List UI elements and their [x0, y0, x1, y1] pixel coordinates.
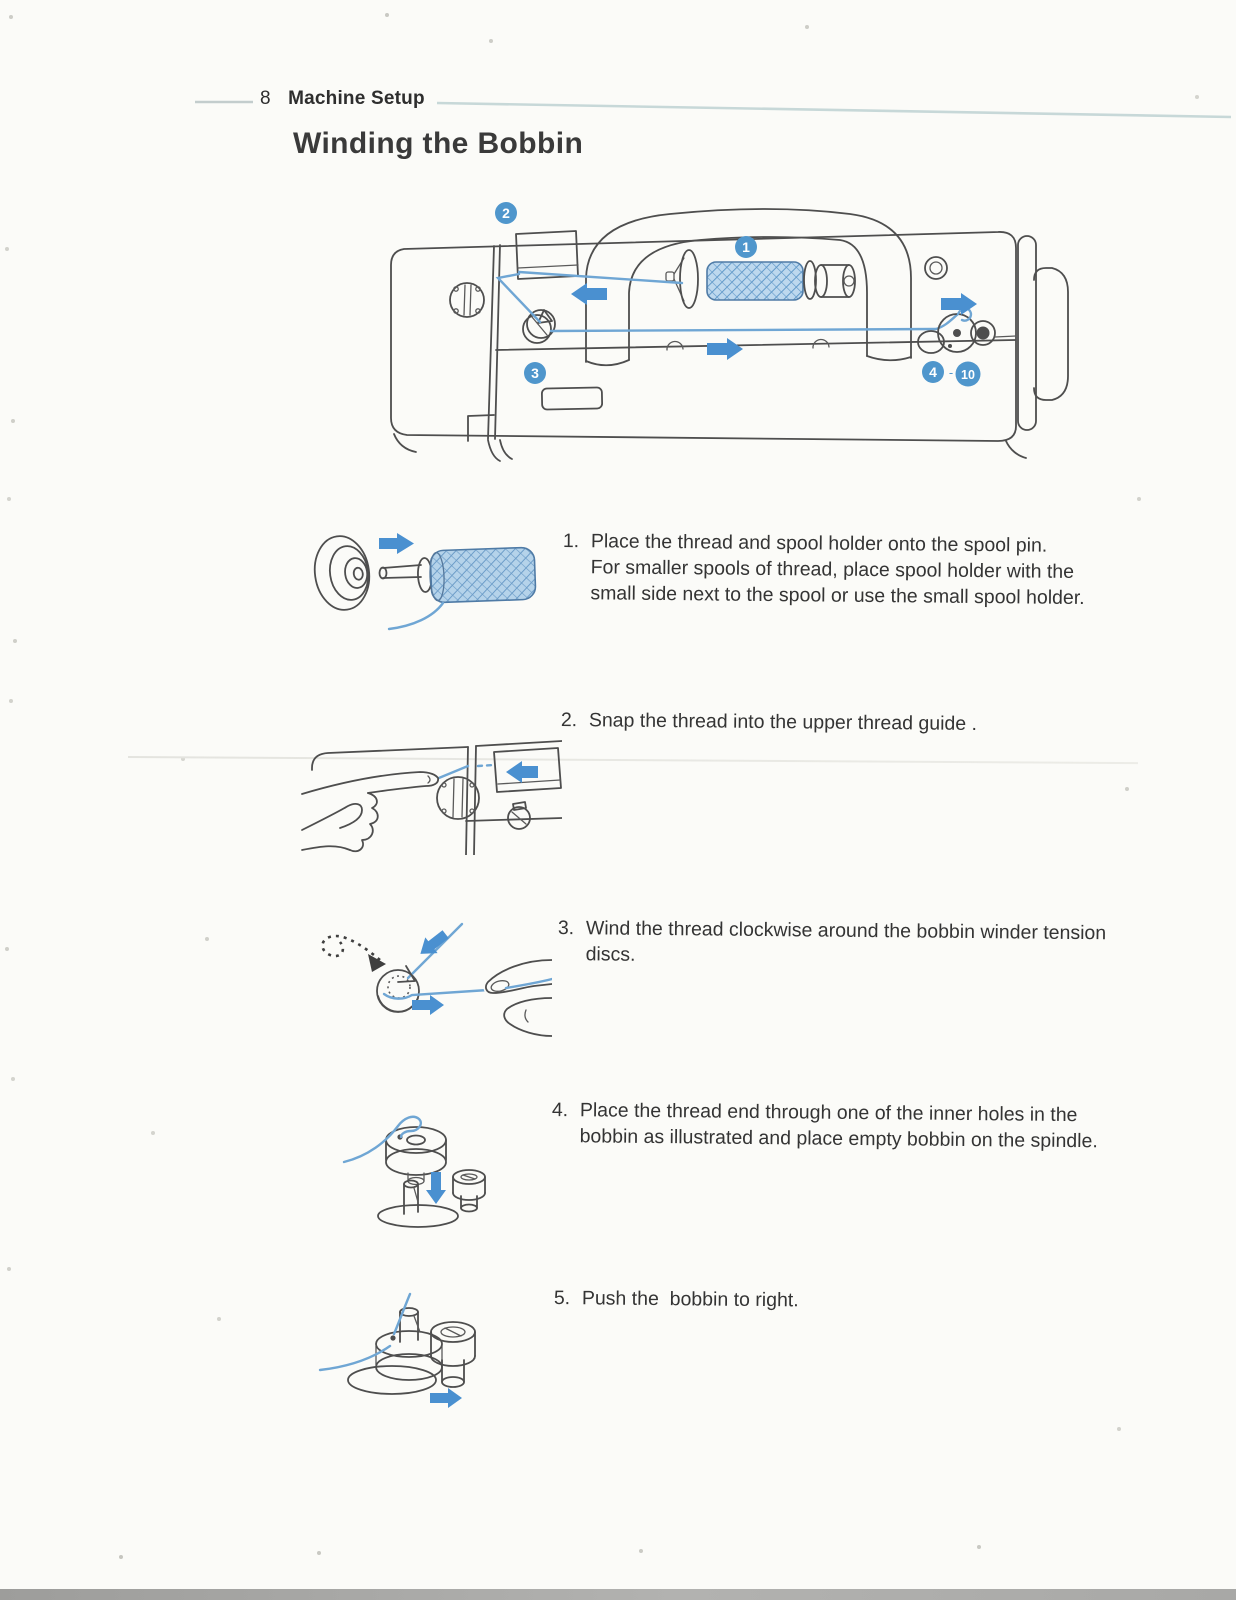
spool-on-pin	[665, 249, 856, 309]
svg-text:3: 3	[531, 365, 539, 381]
step-body: Place the thread and spool holder onto t…	[590, 530, 1085, 610]
screw-hole	[924, 256, 948, 280]
step-2-text: 2. Snap the thread into the upper thread…	[561, 707, 977, 737]
bobbin-on-spindle	[375, 1307, 443, 1381]
upper-thread-guide	[493, 747, 562, 793]
pattern-dial	[449, 282, 485, 318]
step-3-illustration	[321, 922, 552, 1038]
step-2-illustration	[300, 740, 562, 855]
arrow-right	[430, 1388, 462, 1408]
hand	[300, 770, 440, 855]
svg-text:4: 4	[929, 364, 937, 380]
svg-text:10: 10	[961, 368, 975, 382]
spool-pin	[378, 564, 422, 580]
arrow-right-winder	[941, 293, 977, 315]
scan-edge-strip	[0, 1589, 1236, 1600]
step-4-text: 4. Place the thread end through one of t…	[552, 1097, 1099, 1154]
arrow-right	[412, 995, 444, 1015]
arrow-down	[426, 1172, 446, 1204]
scan-crease-line	[127, 756, 1138, 765]
thread-path	[495, 270, 960, 333]
arrow-right-center	[707, 338, 743, 360]
step-5-illustration	[318, 1292, 476, 1408]
step-1-text: 1. Place the thread and spool holder ont…	[562, 528, 1085, 611]
arrow-left	[571, 283, 607, 305]
arrow-down-left	[420, 930, 449, 954]
step-number: 4.	[551, 1098, 569, 1122]
fingers	[483, 958, 552, 1038]
page-header: 8 Machine Setup	[260, 88, 425, 110]
page-number: 8	[260, 88, 272, 109]
machine-corner	[311, 740, 562, 855]
step-body: Push the bobbin to right.	[581, 1287, 799, 1312]
section-title: Machine Setup	[288, 88, 425, 109]
step-1-illustration	[313, 533, 537, 631]
base-plate	[347, 1365, 437, 1395]
step-body: Wind the thread clockwise around the bob…	[585, 917, 1107, 966]
step-number: 3.	[557, 916, 575, 940]
thread-held	[504, 977, 552, 990]
header-rule-lines	[195, 100, 1232, 119]
step-body: Place the thread end through one of the …	[579, 1099, 1098, 1153]
winder-stopper	[452, 1169, 486, 1213]
thread-tail	[387, 601, 445, 631]
tension-screw	[507, 801, 531, 830]
dial	[436, 776, 480, 820]
clockwise-loop-symbol	[321, 934, 386, 972]
machine-top-view-diagram: 1 2 3 4 - 10	[390, 202, 1069, 462]
faceplate-slot	[541, 386, 604, 411]
thread-through-hole	[342, 1115, 423, 1164]
step-number: 2.	[560, 708, 578, 732]
carry-handle	[585, 208, 912, 367]
thread-out	[382, 988, 490, 1000]
step-number: 5.	[553, 1286, 571, 1310]
machine-outline	[390, 231, 1069, 462]
spool-holder-disc	[313, 535, 371, 611]
svg-text:1: 1	[742, 239, 750, 255]
thread	[318, 1292, 412, 1372]
arrow-right	[379, 533, 414, 554]
step-number: 1.	[562, 529, 580, 553]
tension-disc	[522, 309, 556, 344]
step-3-text: 3. Wind the thread clockwise around the …	[558, 915, 1107, 972]
svg-text:2: 2	[502, 205, 510, 221]
thread-spool	[417, 546, 537, 604]
page-title: Winding the Bobbin	[293, 127, 584, 160]
arrow-left	[506, 761, 538, 783]
winder-stopper	[430, 1321, 476, 1388]
svg-text:-: -	[949, 365, 953, 380]
callout-4-to-10-winder: 4 - 10	[922, 361, 981, 387]
step-4-illustration	[342, 1115, 486, 1228]
callout-2-upper-guide: 2	[495, 202, 517, 224]
callout-3-tension-disc: 3	[524, 362, 546, 384]
bobbin-winder	[917, 307, 1017, 354]
winder-spindle	[377, 1179, 459, 1228]
step-body: Snap the thread into the upper thread gu…	[588, 709, 978, 735]
callout-1-spool: 1	[735, 236, 757, 258]
step-5-text: 5. Push the bobbin to right.	[554, 1285, 799, 1313]
scan-specks	[0, 0, 2, 2]
